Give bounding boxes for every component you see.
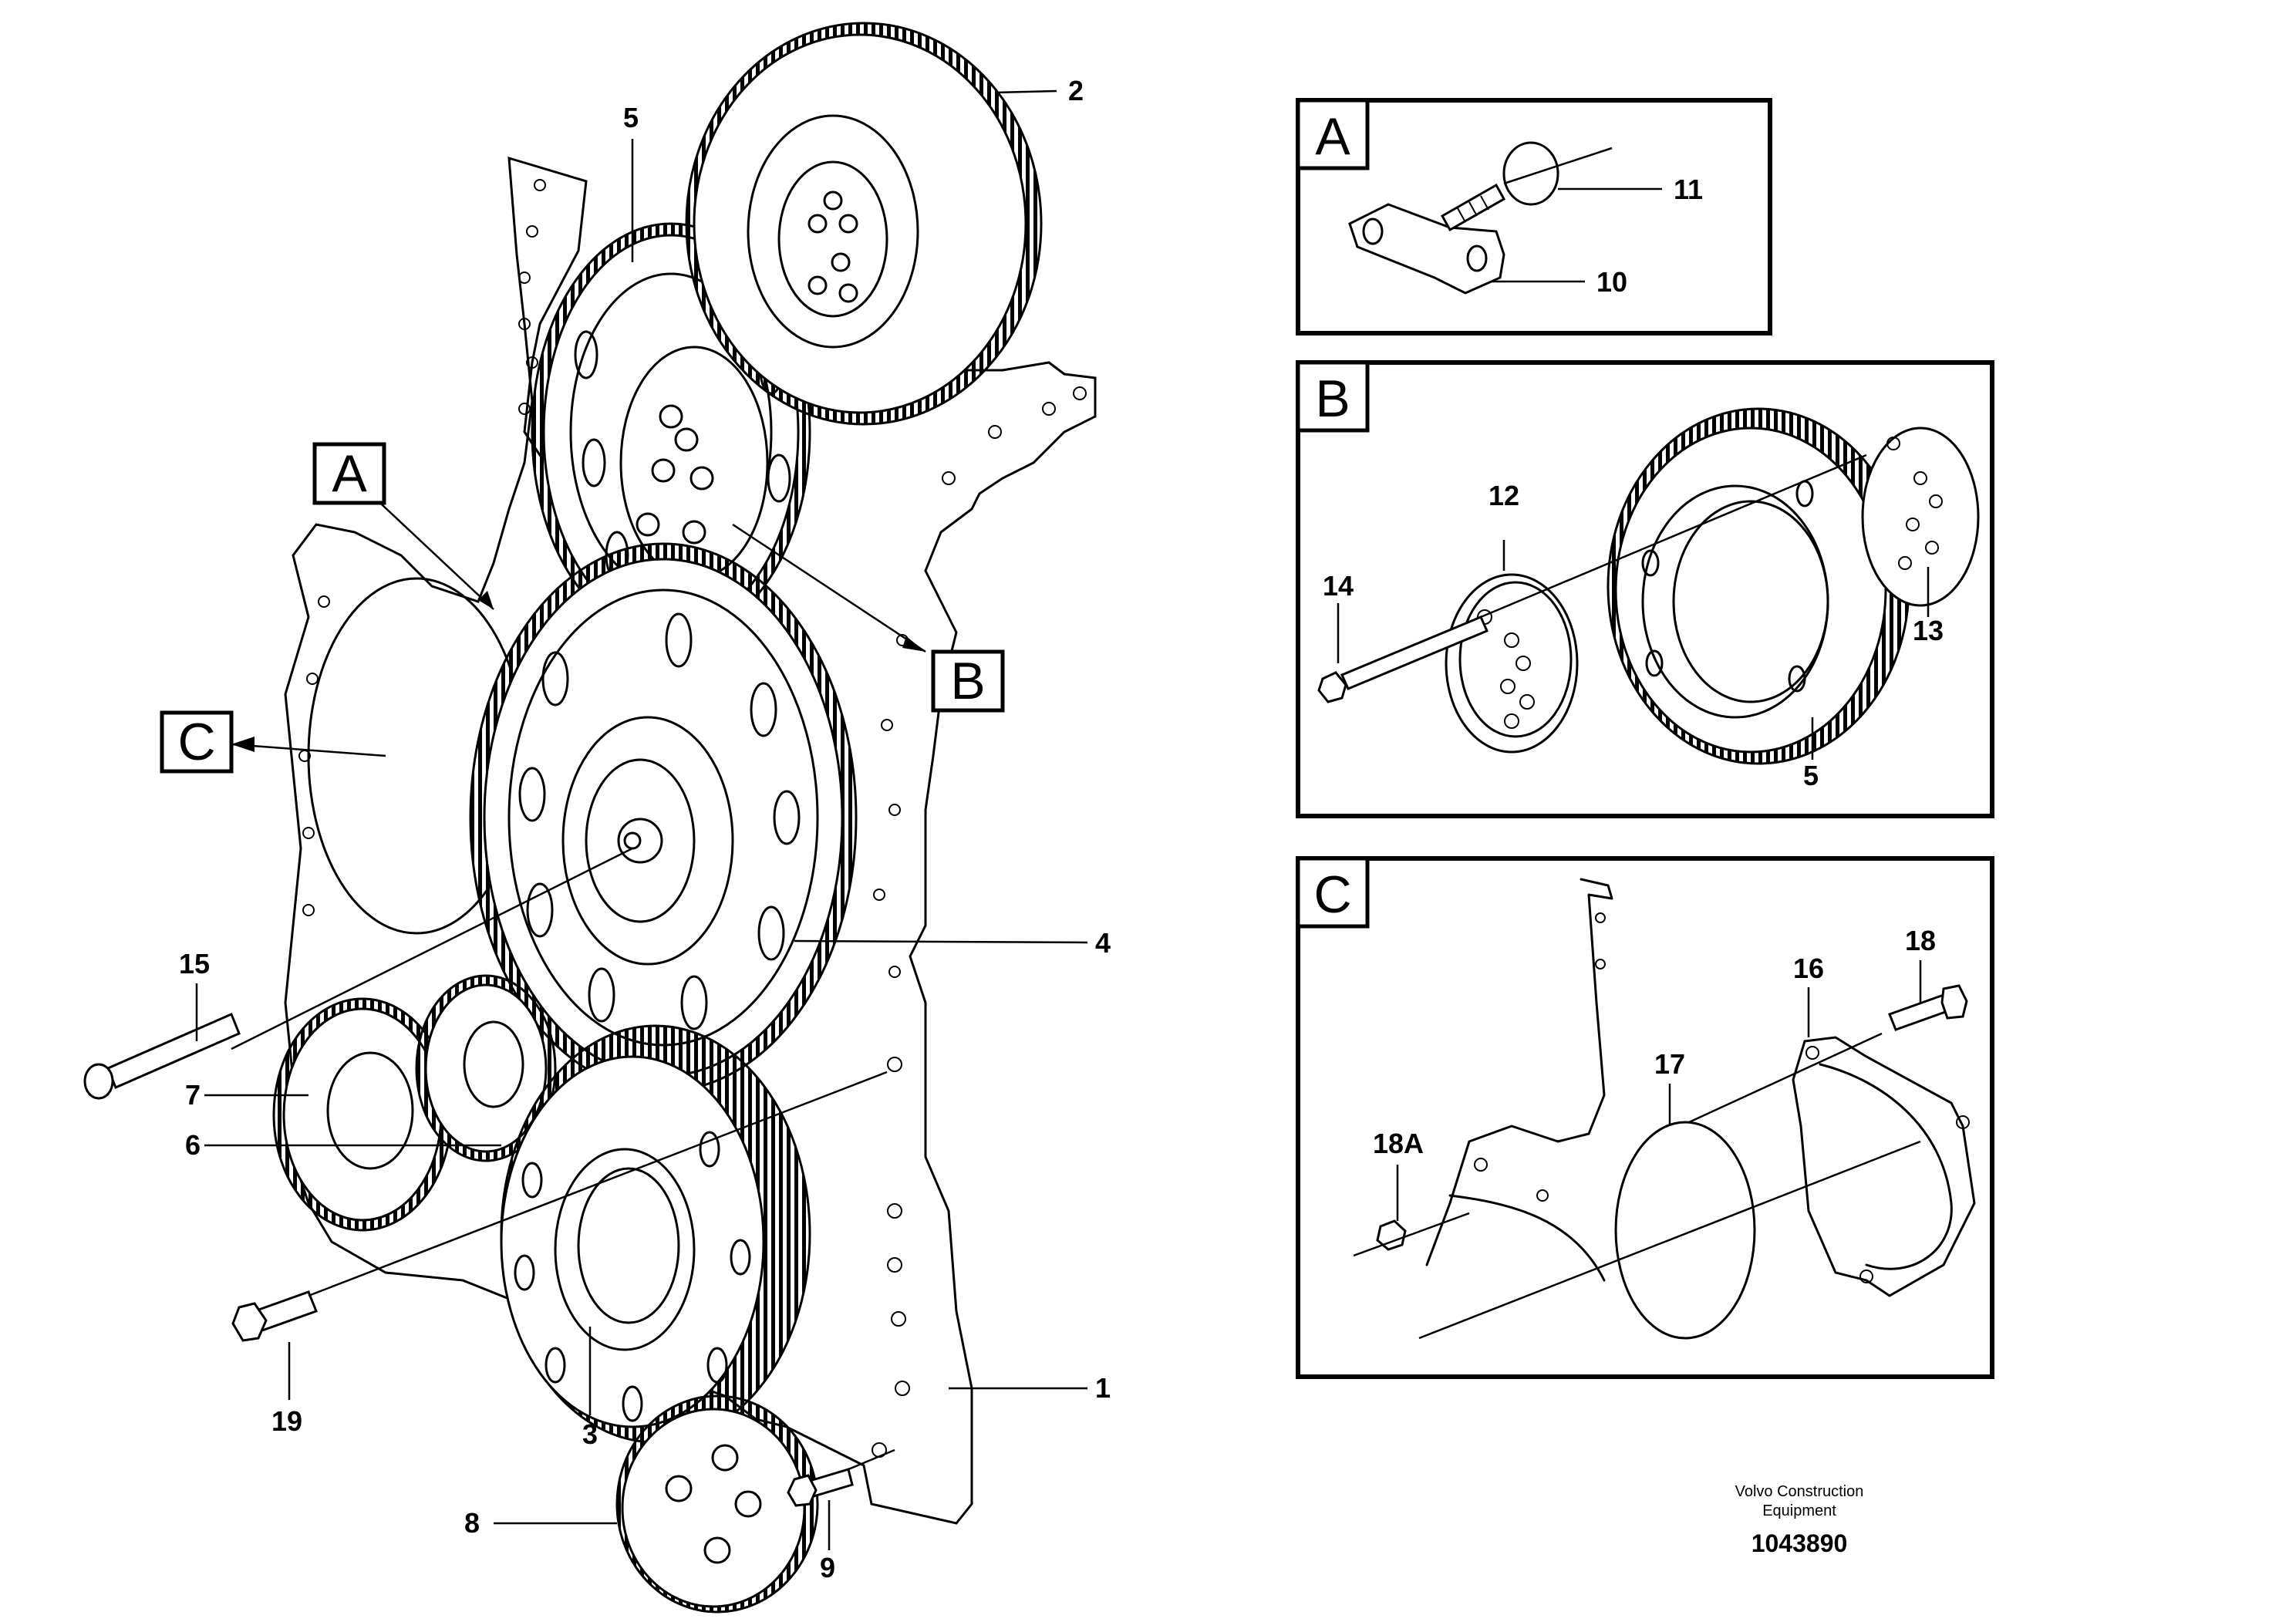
publisher-line-2: Equipment [1762,1502,1836,1519]
callout-A: A [312,442,386,505]
label-part-18: 18 [1905,925,1936,956]
hub-plate-12 [1445,573,1579,754]
detail-panel-C: C 18 16 17 18A [1296,856,1994,1379]
label-part-5: 5 [623,102,639,133]
cover-16 [1792,1036,1976,1297]
label-part-8: 8 [464,1507,480,1539]
label-part-12: 12 [1489,480,1519,511]
svg-text:A: A [332,444,367,503]
svg-text:C: C [1313,865,1351,924]
label-part-18A: 18A [1373,1128,1424,1159]
callout-B: B [931,649,1005,713]
label-part-14: 14 [1323,570,1354,602]
svg-text:B: B [950,652,985,710]
label-part-4: 4 [1095,927,1111,959]
label-part-17: 17 [1654,1048,1685,1080]
label-part-2: 2 [1068,75,1084,106]
plate-13 [1861,427,1980,607]
label-part-5-detail: 5 [1803,760,1819,791]
label-part-3: 3 [582,1418,598,1450]
svg-text:B: B [1315,369,1350,428]
label-part-11: 11 [1674,174,1703,205]
nut-18A [1376,1219,1407,1251]
detail-panel-A: A 11 10 [1296,98,1772,336]
label-part-6: 6 [185,1129,201,1161]
label-part-16: 16 [1793,953,1824,984]
gear-4 [469,542,858,1093]
label-part-13: 13 [1913,615,1944,646]
footer: Volvo Construction Equipment 1043890 [1735,1483,1864,1557]
svg-text:C: C [177,713,215,771]
label-part-19: 19 [271,1405,302,1437]
o-ring-17 [1614,1121,1756,1340]
svg-text:A: A [1315,107,1350,166]
gear-8 [615,1394,819,1614]
gear-3 [500,1024,811,1444]
publisher-line-1: Volvo Construction [1735,1483,1864,1500]
bracket-10 [1348,203,1505,295]
label-part-9: 9 [820,1552,835,1583]
gear-7 [272,997,453,1232]
bolt-19 [231,1290,318,1342]
label-part-7: 7 [185,1079,201,1111]
main-assembly: A B C 2 5 4 15 7 6 19 3 1 8 9 [83,22,1111,1614]
o-ring-11 [1502,141,1559,206]
bolt-15 [83,1013,241,1100]
callout-C: C [160,710,234,774]
gear-2 [685,22,1043,426]
gear-6 [415,974,557,1162]
detail-panel-B: B 12 14 13 5 [1296,360,1994,818]
label-part-10: 10 [1596,266,1627,298]
bolt-9 [787,1468,854,1507]
label-part-15: 15 [179,948,210,980]
label-part-1: 1 [1095,1372,1111,1404]
plate-fragment [1425,878,1613,1266]
drawing-number: 1043890 [1752,1529,1848,1557]
